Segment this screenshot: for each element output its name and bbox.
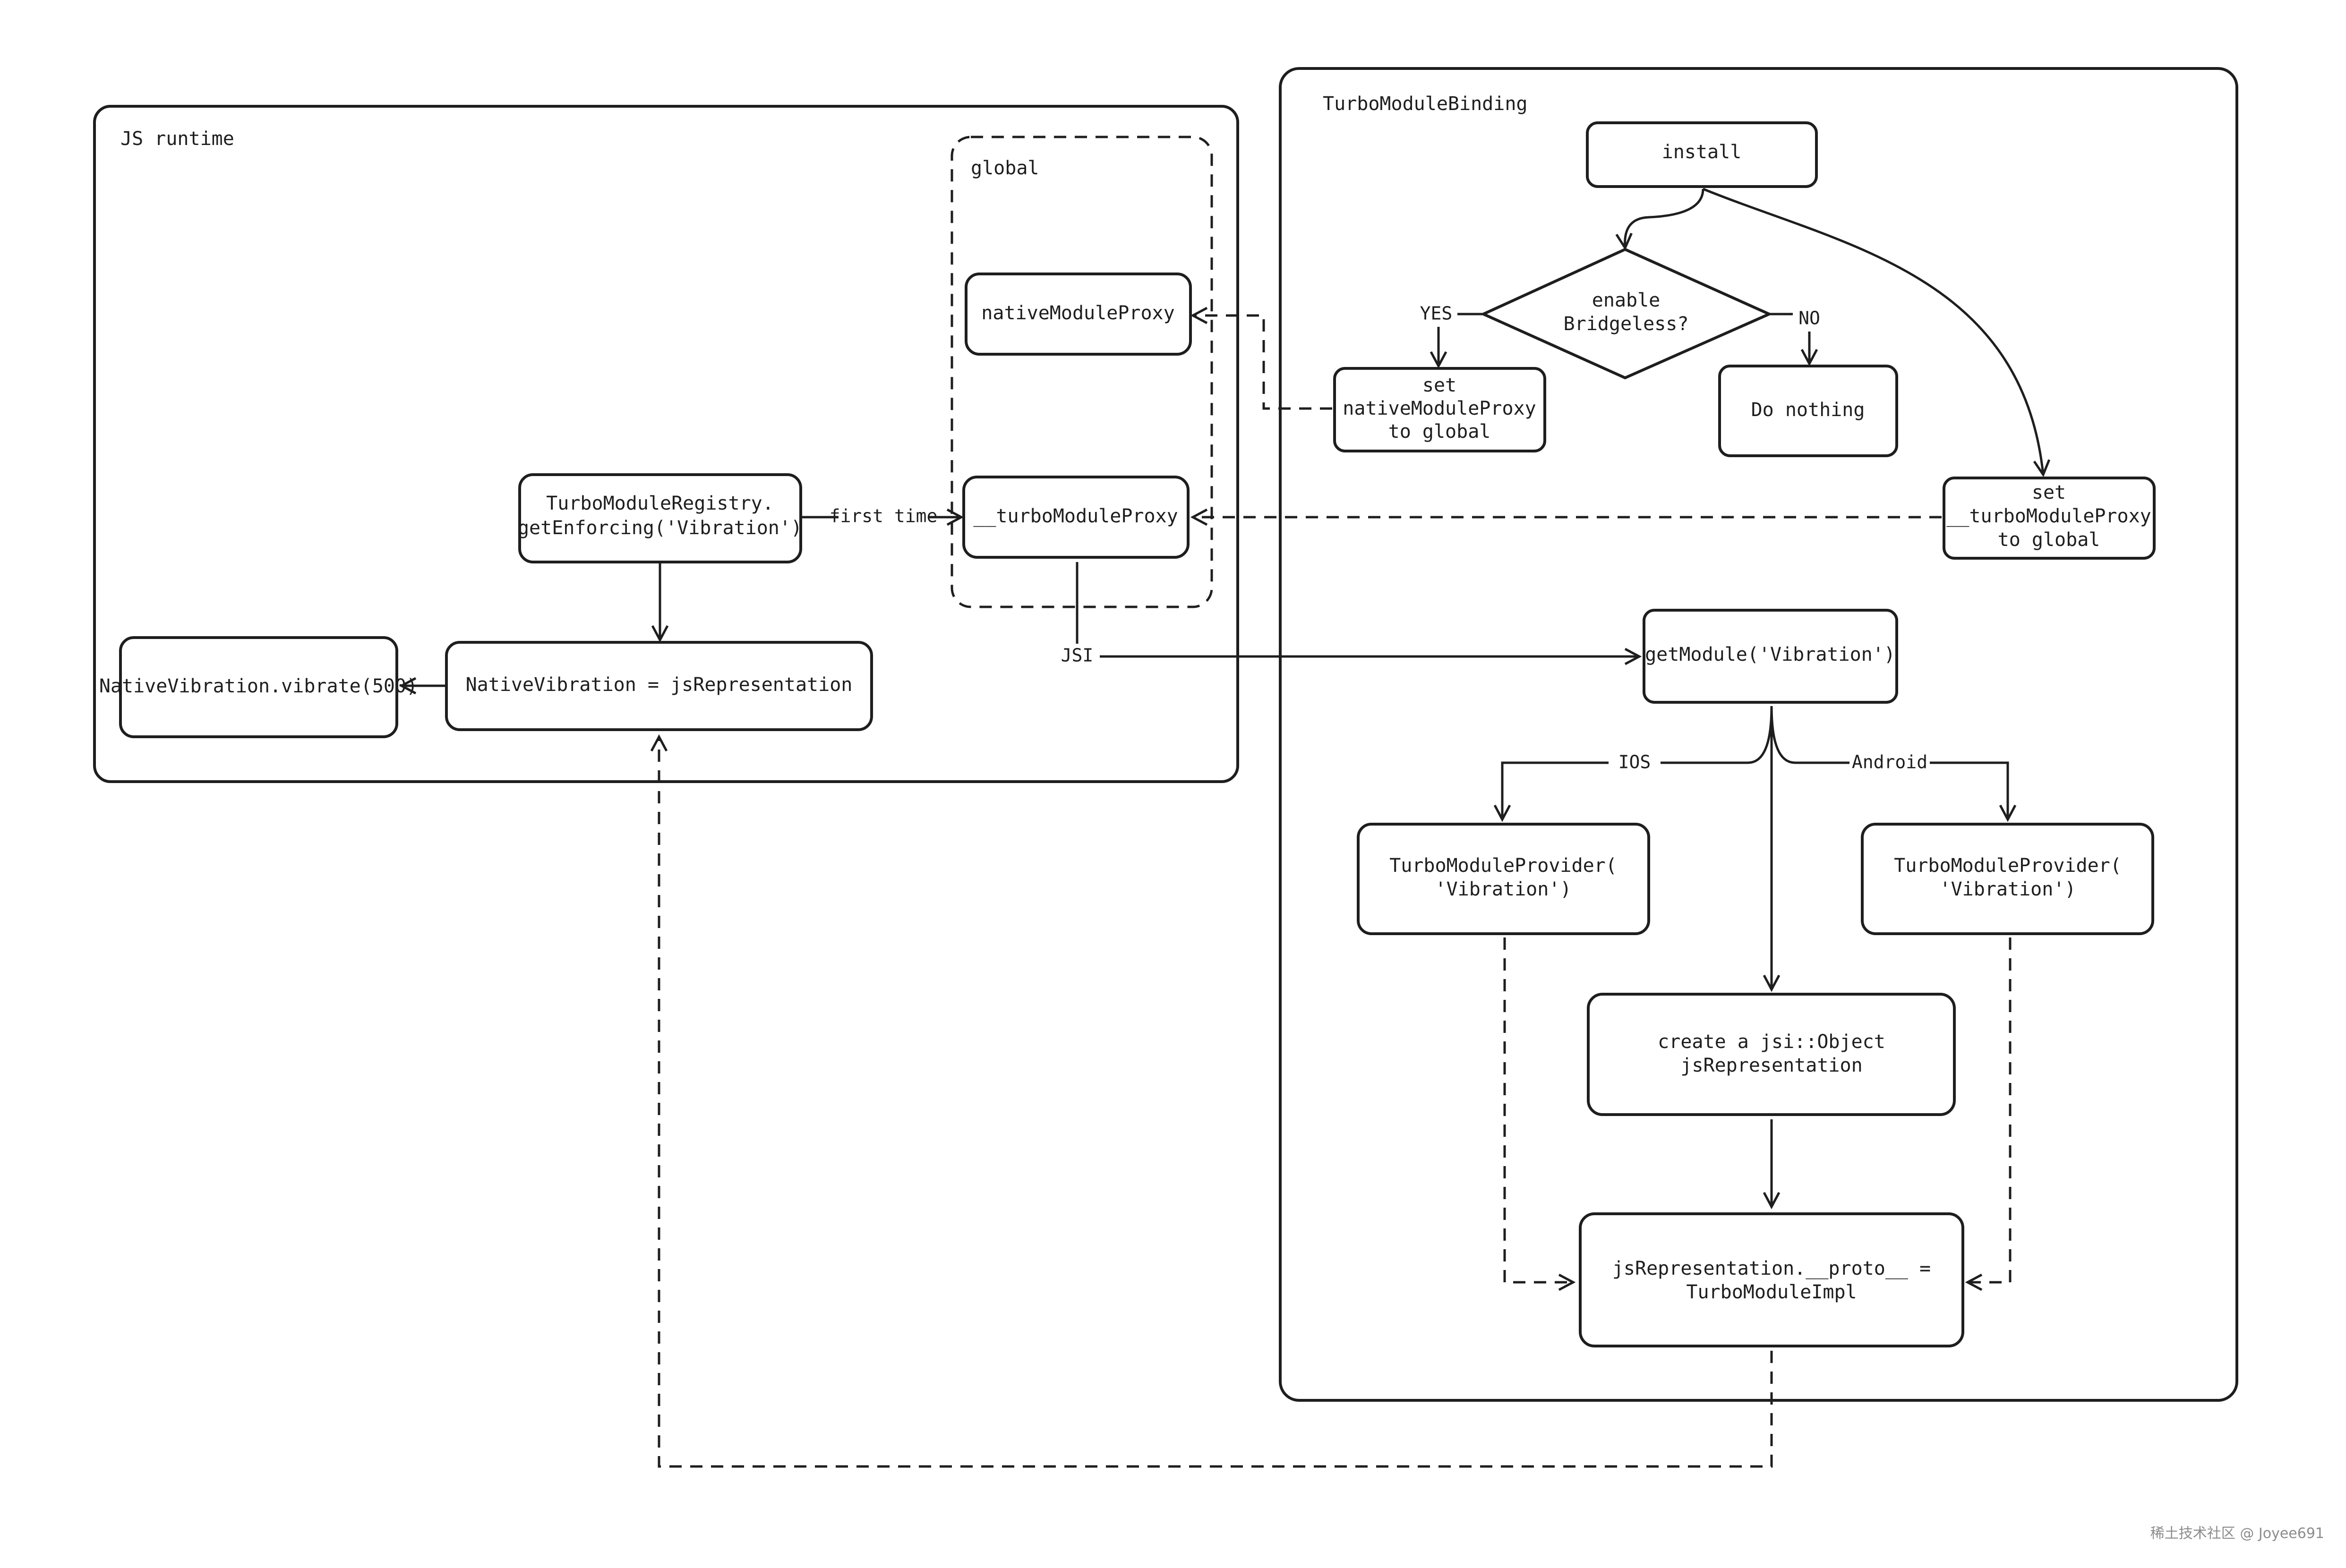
set-turbo-module-proxy-line1: set <box>2032 482 2066 503</box>
provider-android-node <box>1861 823 2154 935</box>
enable-bridgeless-text-line2: Bridgeless? <box>1564 313 1689 335</box>
js-runtime-label: JS runtime <box>120 128 234 150</box>
ios-label: IOS <box>1618 752 1651 773</box>
set-turbo-module-proxy-line2: __turboModuleProxy <box>1946 505 2151 527</box>
jsi-label-bg <box>1054 644 1100 670</box>
edge-android-provider-to-proto <box>1965 937 2012 1291</box>
watermark-text: 稀土技术社区 @ Joyee691 <box>2150 1525 2324 1542</box>
provider-ios-text-line1: TurboModuleProvider( <box>1389 855 1617 877</box>
create-js-object-text-line1: create a jsi::Object <box>1658 1031 1885 1053</box>
set-turbo-module-proxy-line3: to global <box>1998 529 2100 551</box>
create-js-object-node <box>1587 993 1956 1116</box>
native-vibration-assign-text: NativeVibration = jsRepresentation <box>466 674 853 696</box>
js-runtime-frame <box>93 105 1239 783</box>
turbo-module-proxy-text: __turboModuleProxy <box>973 505 1178 527</box>
install-text: install <box>1662 141 1742 163</box>
no-label-bg <box>1793 307 1826 332</box>
edge-turbo-proxy-to-get-module <box>1076 562 1642 665</box>
native-module-proxy-node <box>965 273 1192 356</box>
proto-assign-text-line1: jsRepresentation.__proto__ = <box>1612 1258 1931 1279</box>
registry-call-node <box>518 473 802 563</box>
do-nothing-node <box>1718 365 1898 457</box>
registry-call-text-line2: getEnforcing('Vibration') <box>518 517 802 539</box>
first-time-label: first time <box>830 506 938 527</box>
get-module-node <box>1643 609 1898 704</box>
turbo-module-binding-frame <box>1279 67 2238 1402</box>
set-native-module-proxy-line3: to global <box>1388 421 1491 443</box>
global-label: global <box>971 157 1039 179</box>
native-vibration-vibrate-text: NativeVibration.vibrate(500) <box>99 675 418 697</box>
native-module-proxy-text: nativeModuleProxy <box>981 302 1174 324</box>
install-node <box>1586 121 1818 188</box>
turbo-module-proxy-node <box>962 476 1190 559</box>
yes-label: YES <box>1420 303 1453 324</box>
ios-label-bg <box>1609 751 1661 775</box>
enable-bridgeless-decision <box>1482 248 1771 379</box>
first-time-label-bg <box>839 504 928 531</box>
set-turbo-module-proxy-node <box>1943 477 2156 560</box>
native-vibration-assign-node <box>445 641 873 731</box>
android-label: Android <box>1852 752 1927 773</box>
provider-android-text-line2: 'Vibration') <box>1940 878 2076 900</box>
no-label: NO <box>1798 308 1820 329</box>
edge-install-to-set-turbo <box>1703 187 2051 477</box>
set-native-module-proxy-node <box>1333 367 1546 452</box>
native-vibration-vibrate-node <box>119 636 398 738</box>
enable-bridgeless-text-line1: enable <box>1592 290 1661 311</box>
set-native-module-proxy-line1: set <box>1422 375 1456 396</box>
jsi-label: JSI <box>1061 645 1094 666</box>
create-js-object-text-line2: jsRepresentation <box>1680 1055 1862 1076</box>
turbo-module-binding-label: TurboModuleBinding <box>1323 93 1527 115</box>
android-label-bg <box>1849 751 1930 775</box>
provider-ios-text-line2: 'Vibration') <box>1435 878 1572 900</box>
do-nothing-text: Do nothing <box>1751 399 1865 421</box>
set-native-module-proxy-line2: nativeModuleProxy <box>1343 398 1536 419</box>
global-frame <box>950 136 1213 608</box>
yes-label-bg <box>1415 302 1457 327</box>
proto-assign-text-line2: TurboModuleImpl <box>1686 1281 1857 1303</box>
get-module-text: getModule('Vibration') <box>1645 644 1895 665</box>
provider-android-text-line1: TurboModuleProvider( <box>1894 855 2122 877</box>
edge-ios-provider-to-proto <box>1503 937 1576 1291</box>
edge-set-native-to-native-proxy <box>1190 307 1332 410</box>
edge-proto-to-assign <box>650 734 1773 1468</box>
registry-call-text-line1: TurboModuleRegistry. <box>546 493 774 514</box>
proto-assign-node <box>1579 1212 1964 1347</box>
provider-ios-node <box>1357 823 1650 935</box>
edge-install-to-decision <box>1615 188 1704 251</box>
